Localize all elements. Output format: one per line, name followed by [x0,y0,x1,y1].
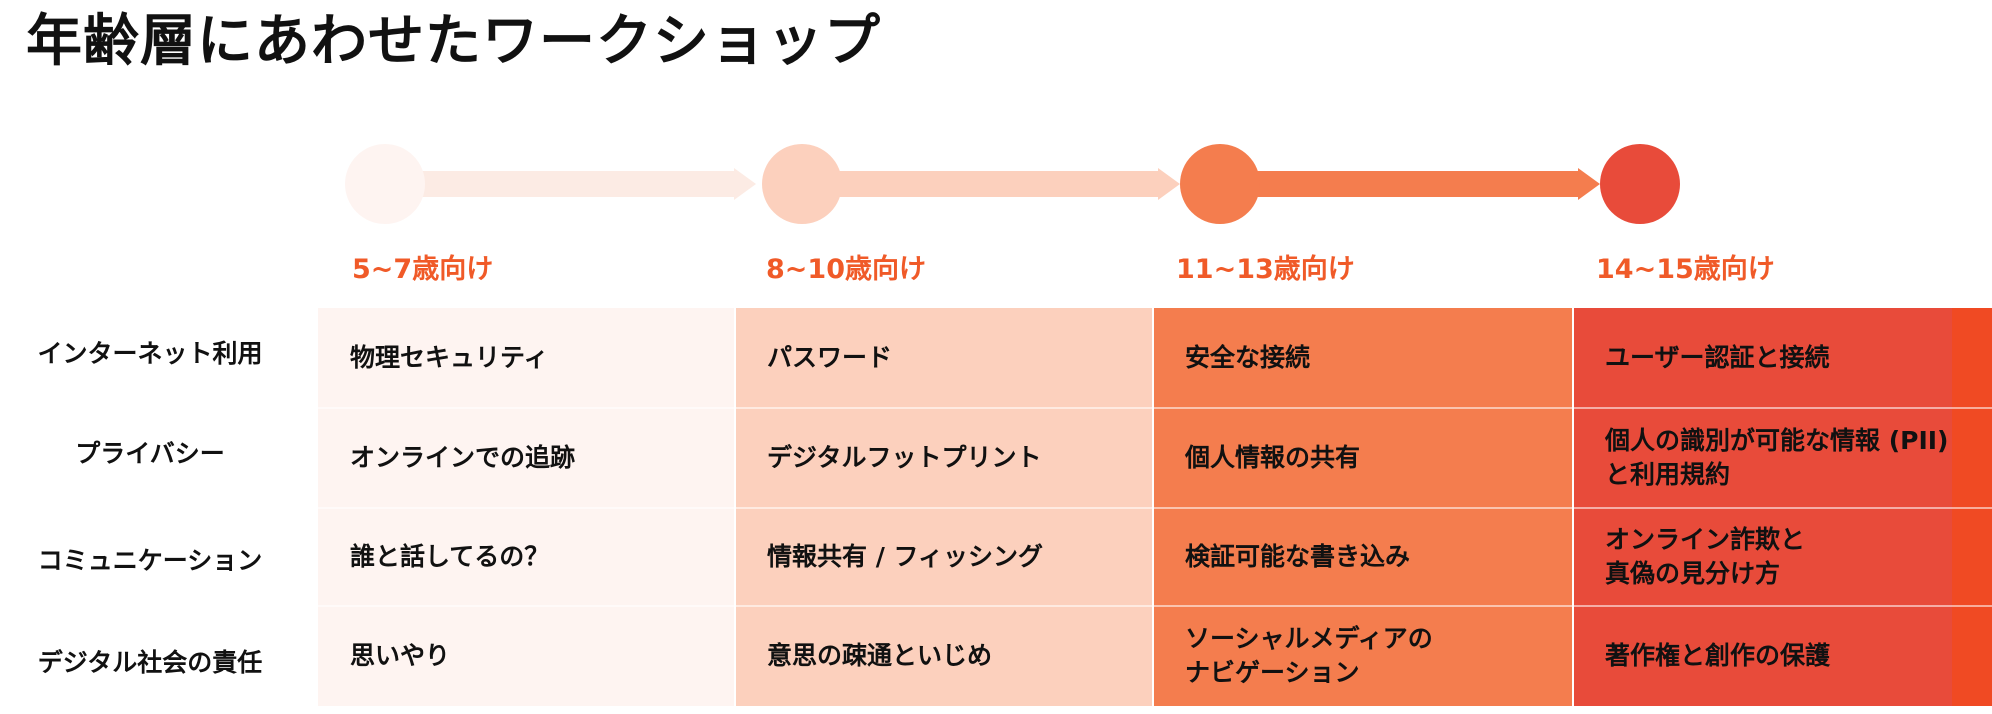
grid-cell: 個人の識別が可能な情報 (PII) と利用規約 [1605,426,1949,489]
grid-cell: パスワード [767,343,893,372]
timeline-arrow-3 [1218,168,1600,200]
grid-cell: ソーシャルメディアの ナビゲーション [1185,624,1433,687]
grid-cell: 安全な接続 [1185,343,1311,372]
timeline-arrow-head [734,168,756,200]
age-label-14-15: 14~15歳向け [1596,254,1775,285]
grid-cell: 意思の疎通といじめ [767,641,993,670]
age-label-11-13: 11~13歳向け [1176,254,1355,285]
column-divider [1152,308,1154,706]
grid-cell: ユーザー認証と接続 [1605,343,1830,372]
row-divider [318,605,1992,607]
timeline-arrow-shaft [378,171,736,197]
age-label-5-7: 5~7歳向け [352,254,494,285]
timeline-arrow-2 [800,168,1180,200]
grid-cell: 検証可能な書き込み [1185,542,1411,571]
grid-cell: 情報共有 / フィッシング [767,542,1044,571]
grid-cell: 物理セキュリティ [350,343,549,372]
page-title: 年齢層にあわせたワークショップ [26,9,881,74]
timeline-node-2 [762,144,842,224]
grid-cell: オンラインでの追跡 [350,443,576,472]
timeline-arrow-head [1578,168,1600,200]
timeline-arrow-shaft [1218,171,1580,197]
grid-cell: 個人情報の共有 [1185,443,1361,472]
grid-cell: デジタルフットプリント [767,443,1042,472]
age-label-8-10: 8~10歳向け [766,254,926,285]
timeline-arrow-shaft [800,171,1160,197]
column-divider [1572,308,1574,706]
row-label-digital-citizenship: デジタル社会の責任 [37,648,263,677]
timeline-node-3 [1180,144,1260,224]
grid-cell: 誰と話してるの？ [350,542,550,571]
grid-cell: 思いやり [350,641,451,670]
grid-cell: オンライン詐欺と 真偽の見分け方 [1605,525,1806,588]
row-divider [318,407,1992,409]
row-label-privacy: プライバシー [75,439,225,468]
timeline-node-4 [1600,144,1680,224]
row-divider [318,507,1992,509]
row-label-internet-use: インターネット利用 [37,339,263,368]
row-label-communication: コミュニケーション [37,546,263,575]
column-divider [734,308,736,706]
timeline-node-1 [345,144,425,224]
timeline-arrow-head [1158,168,1180,200]
age-timeline [0,130,1992,240]
topic-grid: 物理セキュリティ オンラインでの追跡 誰と話してるの？ 思いやり パスワード デ… [318,308,1992,706]
timeline-arrow-1 [378,168,756,200]
grid-cell: 著作権と創作の保護 [1605,641,1831,670]
